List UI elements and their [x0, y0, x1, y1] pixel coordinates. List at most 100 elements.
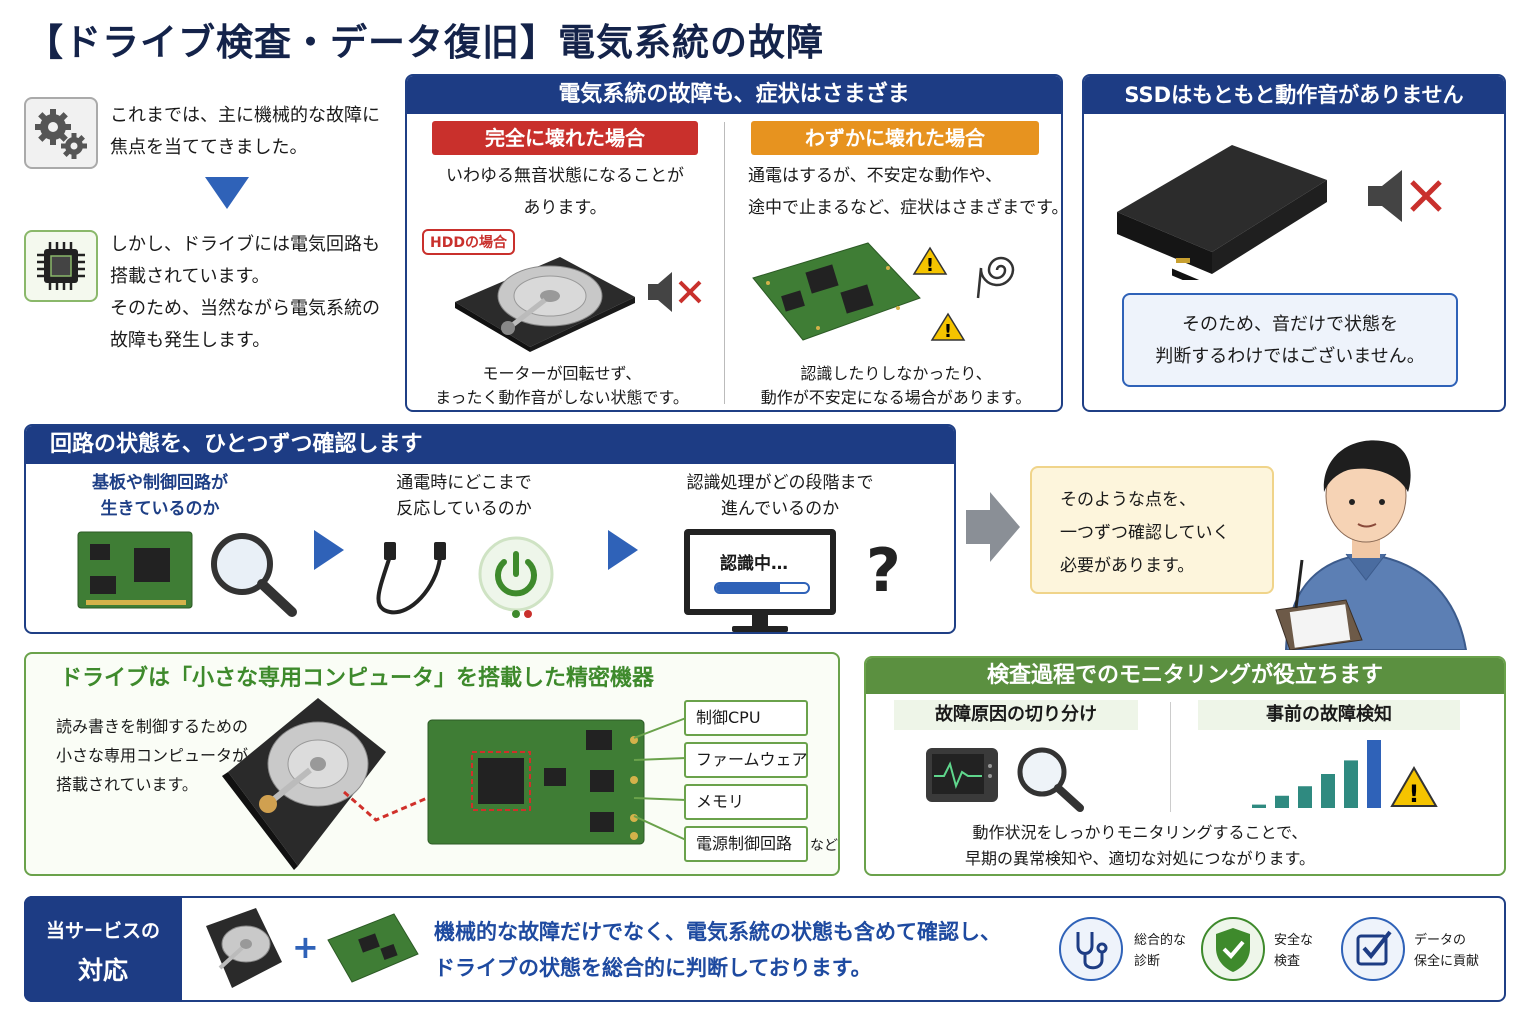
hdd-badge: HDDの場合 [422, 229, 515, 255]
step-label-line: 生きているのか [100, 499, 220, 519]
circuit-board-image [427, 719, 645, 845]
symptom-caption-line: まったく動作音がしない状態です。 [435, 388, 689, 407]
callout-line: そのような点を、 [1060, 490, 1196, 510]
intro-text-line: これまでは、主に機械的な故障に [110, 105, 380, 126]
symptom-caption-line: 動作が不安定になる場合があります。 [760, 388, 1032, 407]
gears-icon [35, 109, 87, 159]
hdd-image [206, 908, 282, 988]
bar-chart-icon [1252, 740, 1381, 808]
gears-icon-box [24, 97, 98, 169]
feature-text-line: 安全な [1274, 933, 1314, 948]
label-power-circuit: 電源制御回路 [684, 826, 808, 862]
service-text-line: ドライブの状態を総合的に判断しております。 [434, 956, 872, 980]
step-label-line: 認識処理がどの段階まで [686, 473, 874, 493]
feature-text-line: 保全に貢献 [1414, 954, 1480, 969]
col-prediction: 事前の故障検知 [1198, 700, 1460, 730]
broken-complete-label: 完全に壊れた場合 [432, 121, 698, 155]
chip-icon [37, 242, 85, 290]
right-arrow-icon [314, 530, 344, 570]
cable-icon [376, 542, 446, 615]
down-arrow-icon [205, 177, 249, 209]
progress-bar [714, 582, 810, 594]
intro-text-line: そのため、当然ながら電気系統の [110, 298, 380, 319]
technician-illustration [1275, 440, 1468, 650]
symptom-desc-line: いわゆる無音状態になることが [446, 166, 684, 186]
feature-text-line: データの [1414, 933, 1467, 948]
power-button-icon [478, 536, 554, 618]
step-label-line: 基板や制御回路が [92, 473, 228, 493]
bar [1252, 804, 1266, 808]
svg-text:!: ! [926, 255, 934, 276]
service-text-line: 機械的な故障だけでなく、電気系統の状態も含めて確認し、 [434, 920, 1001, 944]
spiral-icon [976, 256, 1015, 299]
stethoscope-icon [1059, 917, 1123, 981]
circuit-board-image [327, 913, 419, 983]
shield-check-icon [1201, 917, 1265, 981]
symptom-desc-line: 途中で止まるなど、症状はさまざまです。 [748, 198, 1069, 218]
monitor-image: 認識中… [684, 529, 836, 615]
hdd-open-image [455, 257, 635, 352]
big-arrow-icon [966, 492, 1020, 562]
bar [1275, 795, 1289, 808]
checkbox-icon [1341, 917, 1405, 981]
computer-desc-line: 搭載されています。 [56, 775, 198, 794]
intro-text-line: しかし、ドライブには電気回路も [110, 234, 380, 255]
label-firmware: ファームウェア [684, 742, 808, 778]
monitoring-caption-line: 動作状況をしっかりモニタリングすることで、 [972, 823, 1308, 842]
step-label-line: 進んでいるのか [720, 499, 840, 519]
plus-sign: + [292, 928, 319, 966]
feature-text-line: 検査 [1274, 954, 1301, 969]
computer-heading: ドライブは「小さな専用コンピュータ」を搭載した精密機器 [60, 666, 655, 691]
divider [1170, 702, 1171, 812]
feature-text-line: 総合的な [1134, 933, 1187, 948]
bar [1321, 774, 1335, 808]
warning-icon: ! [912, 246, 948, 276]
bar [1298, 786, 1312, 808]
ssd-heading: SSDはもともと動作音がありません [1084, 76, 1504, 114]
label-leaders [633, 717, 687, 841]
intro-text-line: 焦点を当ててきました。 [110, 137, 308, 158]
computer-desc-line: 読み書きを制御するための [56, 717, 249, 736]
svg-text:!: ! [944, 321, 952, 342]
service-label-line: 対応 [77, 956, 128, 985]
bar [1344, 760, 1358, 808]
connector-dashed-line [343, 788, 447, 822]
circuit-board-image [752, 242, 921, 341]
label-memory: メモリ [684, 784, 808, 820]
computer-desc-line: 小さな専用コンピュータが [56, 746, 249, 765]
broken-slight-label: わずかに壊れた場合 [751, 121, 1039, 155]
label-cpu: 制御CPU [684, 700, 808, 736]
page-title: 【ドライブ検査・データ復旧】電気系統の故障 [26, 21, 824, 64]
etc-text: など [810, 838, 838, 854]
chip-icon-box [24, 230, 98, 302]
intro-text-line: 故障も発生します。 [110, 330, 271, 351]
divider [724, 122, 725, 404]
speaker-muted-icon [648, 272, 702, 312]
screen-text: 認識中… [720, 554, 788, 574]
magnifier-icon [1017, 747, 1084, 812]
callout-line: 必要があります。 [1060, 556, 1195, 576]
ssd-note-line: そのため、音だけで状態を [1182, 314, 1398, 335]
bar [1367, 740, 1381, 808]
warning-icon: ! [1390, 766, 1438, 808]
step-label-line: 通電時にどこまで [396, 473, 532, 493]
symptoms-heading: 電気系統の故障も、症状はさまざま [407, 76, 1061, 114]
right-arrow-icon [608, 530, 638, 570]
magnifier-icon [211, 533, 297, 617]
ssd-image [1117, 145, 1327, 280]
callout-box: そのような点を、 一つずつ確認していく 必要があります。 [1030, 466, 1274, 594]
col-isolation: 故障原因の切り分け [894, 700, 1138, 730]
intro-text-line: 搭載されています。 [110, 266, 270, 287]
question-mark: ? [866, 536, 901, 606]
speaker-muted-icon [1368, 170, 1442, 222]
service-label-line: 当サービスの [45, 920, 160, 942]
monitoring-caption-line: 早期の異常検知や、適切な対処につながります。 [965, 849, 1315, 868]
symptom-desc-line: あります。 [523, 198, 607, 218]
symptom-desc-line: 通電はするが、不安定な動作や、 [748, 166, 1003, 186]
callout-line: 一つずつ確認していく [1060, 523, 1230, 543]
svg-text:!: ! [1409, 780, 1420, 808]
step-label-line: 反応しているのか [396, 499, 532, 519]
ssd-note-line: 判断するわけではございません。 [1155, 346, 1425, 367]
monitoring-heading: 検査過程でのモニタリングが役立ちます [866, 658, 1504, 694]
symptom-caption-line: モーターが回転せず、 [482, 364, 642, 383]
